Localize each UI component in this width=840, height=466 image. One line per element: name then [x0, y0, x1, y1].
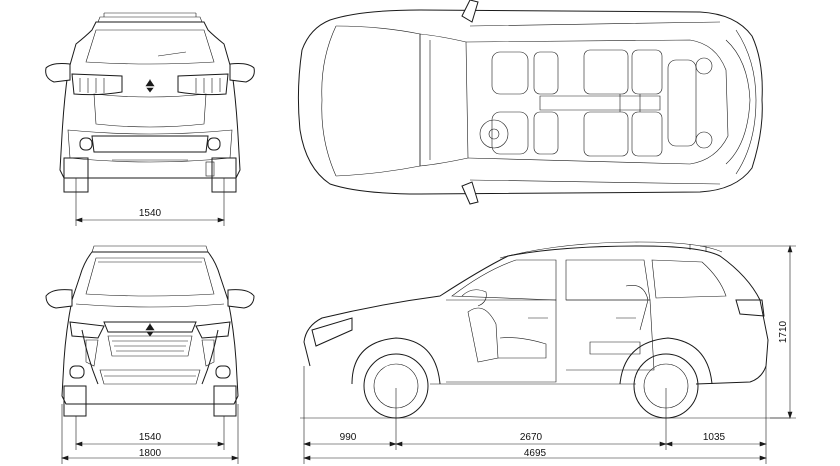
- front-track-label: 1540: [139, 432, 162, 443]
- rear-track-label: 1540: [139, 208, 162, 219]
- front-overhang-label: 990: [340, 432, 357, 443]
- rear-view: 1540: [45, 12, 255, 226]
- overall-height-label: 1710: [778, 320, 789, 343]
- side-view: 1710 990 2670 1035 4695: [300, 241, 796, 464]
- overall-width-label: 1800: [139, 448, 162, 459]
- overall-length-label: 4695: [524, 448, 547, 459]
- wheelbase-label: 2670: [520, 432, 543, 443]
- top-view: [297, 0, 763, 205]
- front-view: 1540 1800: [45, 245, 255, 464]
- rear-overhang-label: 1035: [703, 432, 726, 443]
